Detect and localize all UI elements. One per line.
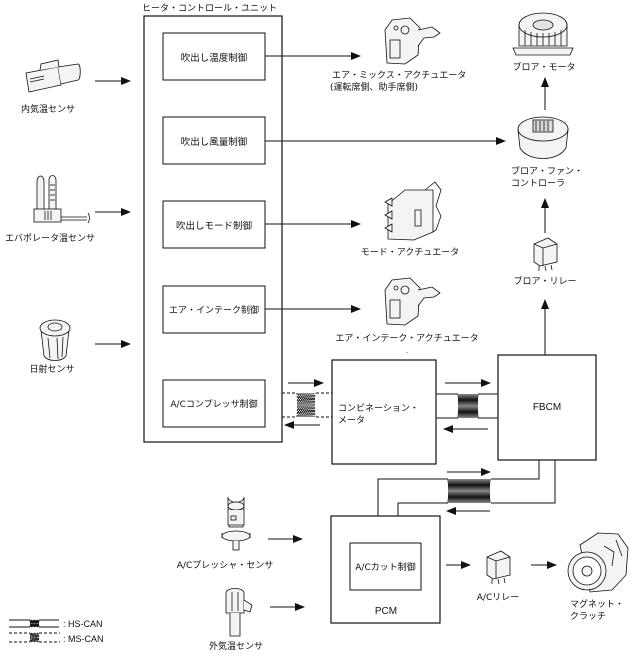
cabin-temp-sensor-icon <box>25 59 81 93</box>
air-mix-actuator-label: エア・ミックス・アクチュエータ <box>332 71 467 81</box>
heater-control-unit-box <box>143 15 283 443</box>
mode-actuator-icon <box>384 181 442 241</box>
blower-motor-label: ブロア・モータ <box>512 63 576 73</box>
magnetic-clutch-sublabel: クラッチ <box>570 612 607 622</box>
intake-actuator-label: エア・インテーク・アクチュエータ <box>335 334 479 344</box>
air-mix-actuator-sublabel: (運転席側、助手席側) <box>330 83 419 93</box>
cabin-temp-sensor-label: 内気温センサ <box>20 105 76 115</box>
legend-ms-can-label: : MS-CAN <box>63 634 104 644</box>
ac-cut-control-label: A/Cカット制御 <box>355 563 416 573</box>
blower-relay-icon <box>533 237 558 272</box>
blower-fan-controller-sublabel: コントローラ <box>511 179 566 189</box>
magnetic-clutch-icon <box>567 532 629 593</box>
ms-can-hcu-meter <box>282 392 332 418</box>
blower-fan-controller-icon <box>517 116 569 159</box>
intake-actuator-icon <box>384 277 441 326</box>
air-mix-actuator-icon <box>384 17 441 65</box>
ambient-temp-sensor-label: 外気温センサ <box>208 642 264 652</box>
ambient-temp-sensor-icon <box>225 588 253 637</box>
ac-pressure-sensor-icon <box>221 496 251 551</box>
evaporator-temp-sensor-icon <box>33 175 90 224</box>
combination-meter-label: コンビネーション・ <box>338 404 419 414</box>
magnetic-clutch-label: マグネット・ <box>570 600 625 610</box>
ac-relay-icon <box>486 550 511 585</box>
fbcm-box <box>497 354 597 461</box>
mode-actuator-label: モード・アクチュエータ <box>360 248 460 258</box>
combination-meter-sublabel: メータ <box>338 416 366 426</box>
function-label-intake: エア・インテーク制御 <box>168 306 259 316</box>
blower-fan-controller-label: ブロア・ファン・ <box>511 167 584 177</box>
solar-sensor-icon <box>39 319 71 361</box>
pcm-label: PCM <box>374 606 398 617</box>
solar-sensor-label: 日射センサ <box>29 365 75 375</box>
blower-relay-label: ブロア・リレー <box>513 277 577 287</box>
function-box-intake <box>162 285 266 334</box>
function-label-ac: A/Cコンプレッサ制御 <box>170 400 258 410</box>
hs-can-fbcm-pcm <box>377 460 556 516</box>
fbcm-label: FBCM <box>532 402 562 413</box>
intake-actuator-note: . <box>406 347 409 355</box>
ac-pressure-sensor-label: A/Cプレッシャ・センサ <box>176 561 274 571</box>
legend-hs-can-symbol <box>9 619 59 628</box>
function-box-ac <box>162 379 266 428</box>
evaporator-temp-sensor-label: エバポレータ温センサ <box>4 234 96 244</box>
heater-control-unit-label: ヒータ・コントロール・ユニット <box>142 4 278 14</box>
hs-can-meter-fbcm <box>436 393 498 419</box>
function-label-mode: 吹出しモード制御 <box>175 220 252 232</box>
blower-motor-icon <box>512 12 574 56</box>
function-box-airflow <box>162 116 266 165</box>
legend-ms-can-symbol <box>9 632 60 643</box>
combination-meter-box <box>331 359 437 465</box>
ac-relay-label: A/Cリレー <box>476 593 520 603</box>
function-box-temp <box>162 32 266 81</box>
legend-hs-can-label: : HS-CAN <box>63 619 103 629</box>
ac-cut-control-box <box>349 542 422 591</box>
function-label-temp: 吹出し温度制御 <box>180 52 248 64</box>
function-label-airflow: 吹出し風量制御 <box>180 136 248 148</box>
